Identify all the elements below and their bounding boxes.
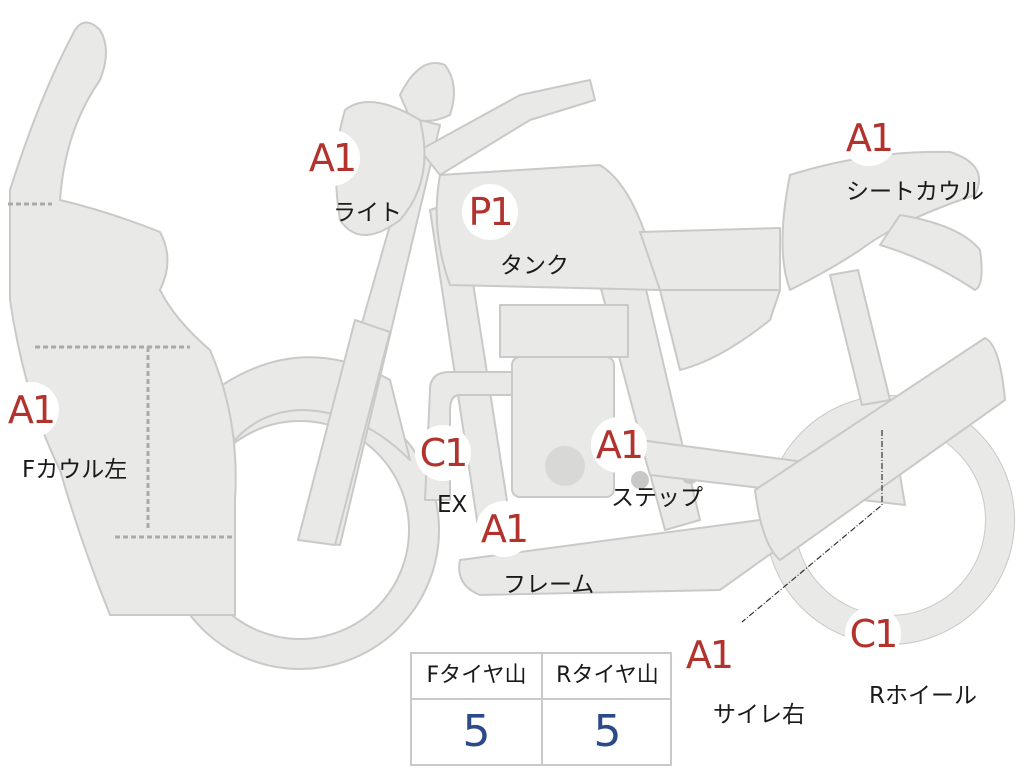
tire-tread-table: Fタイヤ山 5 Rタイヤ山 5 xyxy=(410,652,672,766)
grade-badge-r-wheel: C1 xyxy=(845,606,901,662)
rear-tire-column: Rタイヤ山 5 xyxy=(543,654,672,764)
front-cowl xyxy=(9,21,237,616)
label-frame: フレーム xyxy=(503,572,595,598)
grade-badge-seat-cowl: A1 xyxy=(841,110,897,166)
label-light: ライト xyxy=(333,200,402,226)
seat-cowl xyxy=(781,150,980,291)
grade-badge-exhaust: C1 xyxy=(415,425,471,481)
front-tire-value: 5 xyxy=(462,706,491,757)
side-cover xyxy=(659,289,781,371)
seat xyxy=(639,227,781,291)
silencer xyxy=(754,337,1006,561)
label-r-wheel: Rホイール xyxy=(869,683,977,709)
label-silencer-right: サイレ右 xyxy=(713,702,805,728)
front-tire-column: Fタイヤ山 5 xyxy=(412,654,543,764)
front-tire-header: Fタイヤ山 xyxy=(412,654,541,700)
engine-head xyxy=(499,304,629,358)
label-tank: タンク xyxy=(500,253,569,279)
rear-tire-value: 5 xyxy=(593,706,622,757)
grade-badge-tank: P1 xyxy=(462,184,518,240)
label-f-cowl-left: Fカウル左 xyxy=(22,457,128,483)
grade-badge-frame: A1 xyxy=(476,501,532,557)
grade-badge-light: A1 xyxy=(304,130,360,186)
grade-badge-f-cowl-left: A1 xyxy=(3,382,59,438)
label-seat-cowl: シートカウル xyxy=(846,179,984,205)
grade-badge-silencer-right: A1 xyxy=(681,627,737,683)
label-step: ステップ xyxy=(611,485,703,511)
label-exhaust: EX xyxy=(437,492,468,518)
rear-tire-header: Rタイヤ山 xyxy=(543,654,672,700)
grade-badge-step: A1 xyxy=(591,417,647,473)
